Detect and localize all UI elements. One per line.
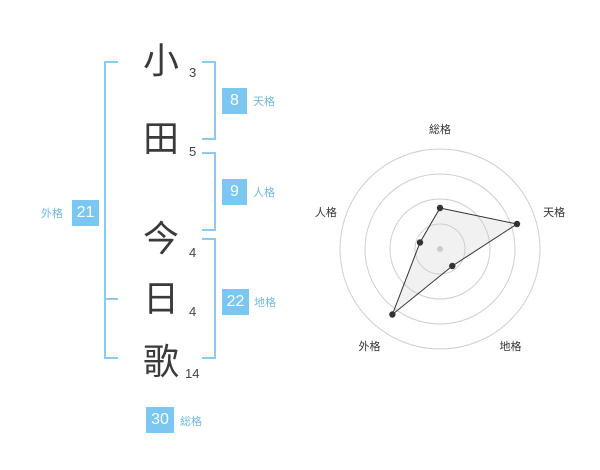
gaikaku-bracket: [104, 61, 118, 359]
name-char-1: 小: [143, 41, 180, 82]
stroke-count-4: 4: [189, 304, 197, 319]
radar-ring: [414, 223, 466, 275]
chikaku-badge: [222, 289, 249, 315]
radar-point-3: [449, 262, 456, 270]
radar-axis-label: 人格: [315, 205, 337, 219]
tenkaku-badge: [222, 88, 247, 114]
radar-axis-label: 地格: [500, 339, 522, 353]
name-char-3: 今: [143, 219, 180, 260]
tenkaku-label: 天格: [253, 95, 275, 108]
radar-axis-label: 天格: [543, 205, 565, 219]
jinkaku-value: 9: [230, 183, 239, 200]
jinkaku-label: 人格: [253, 186, 275, 199]
stroke-count-1: 3: [189, 65, 197, 80]
gaikaku-value: 21: [76, 204, 95, 221]
tenkaku-value: 8: [230, 92, 239, 109]
name-char-5: 歌: [143, 342, 180, 383]
stroke-count-3: 4: [189, 245, 197, 260]
chikaku-value: 22: [226, 293, 245, 310]
gaikaku-badge: [72, 200, 99, 226]
stroke-count-2: 5: [189, 144, 197, 159]
radar-point-4: [389, 311, 396, 318]
chikaku-bracket: [202, 238, 216, 359]
radar-point-1: [436, 204, 444, 212]
radar-center-dot: [437, 246, 443, 252]
radar-axis-label: 外格: [359, 339, 381, 353]
jinkaku-badge: [222, 179, 247, 205]
gaikaku-label: 外格: [41, 207, 63, 220]
chikaku-label: 地格: [254, 296, 276, 309]
tenkaku-bracket: [202, 61, 216, 140]
radar-series-polygon: [391, 207, 519, 317]
name-char-2: 田: [143, 119, 180, 160]
radar-point-2: [513, 220, 521, 228]
soukaku-value: 30: [151, 411, 169, 428]
soukaku-label: 総格: [180, 415, 202, 428]
stroke-count-5: 14: [185, 366, 200, 381]
gaikaku-bracket-tick: [104, 298, 118, 300]
radar-ring: [364, 173, 516, 325]
radar-ring: [389, 198, 491, 300]
radar-ring: [339, 148, 541, 350]
name-char-4: 日: [143, 279, 180, 320]
jinkaku-bracket: [202, 152, 216, 231]
radar-axis-label: 総格: [429, 122, 451, 136]
radar-point-5: [416, 239, 424, 246]
soukaku-badge: [146, 407, 174, 433]
